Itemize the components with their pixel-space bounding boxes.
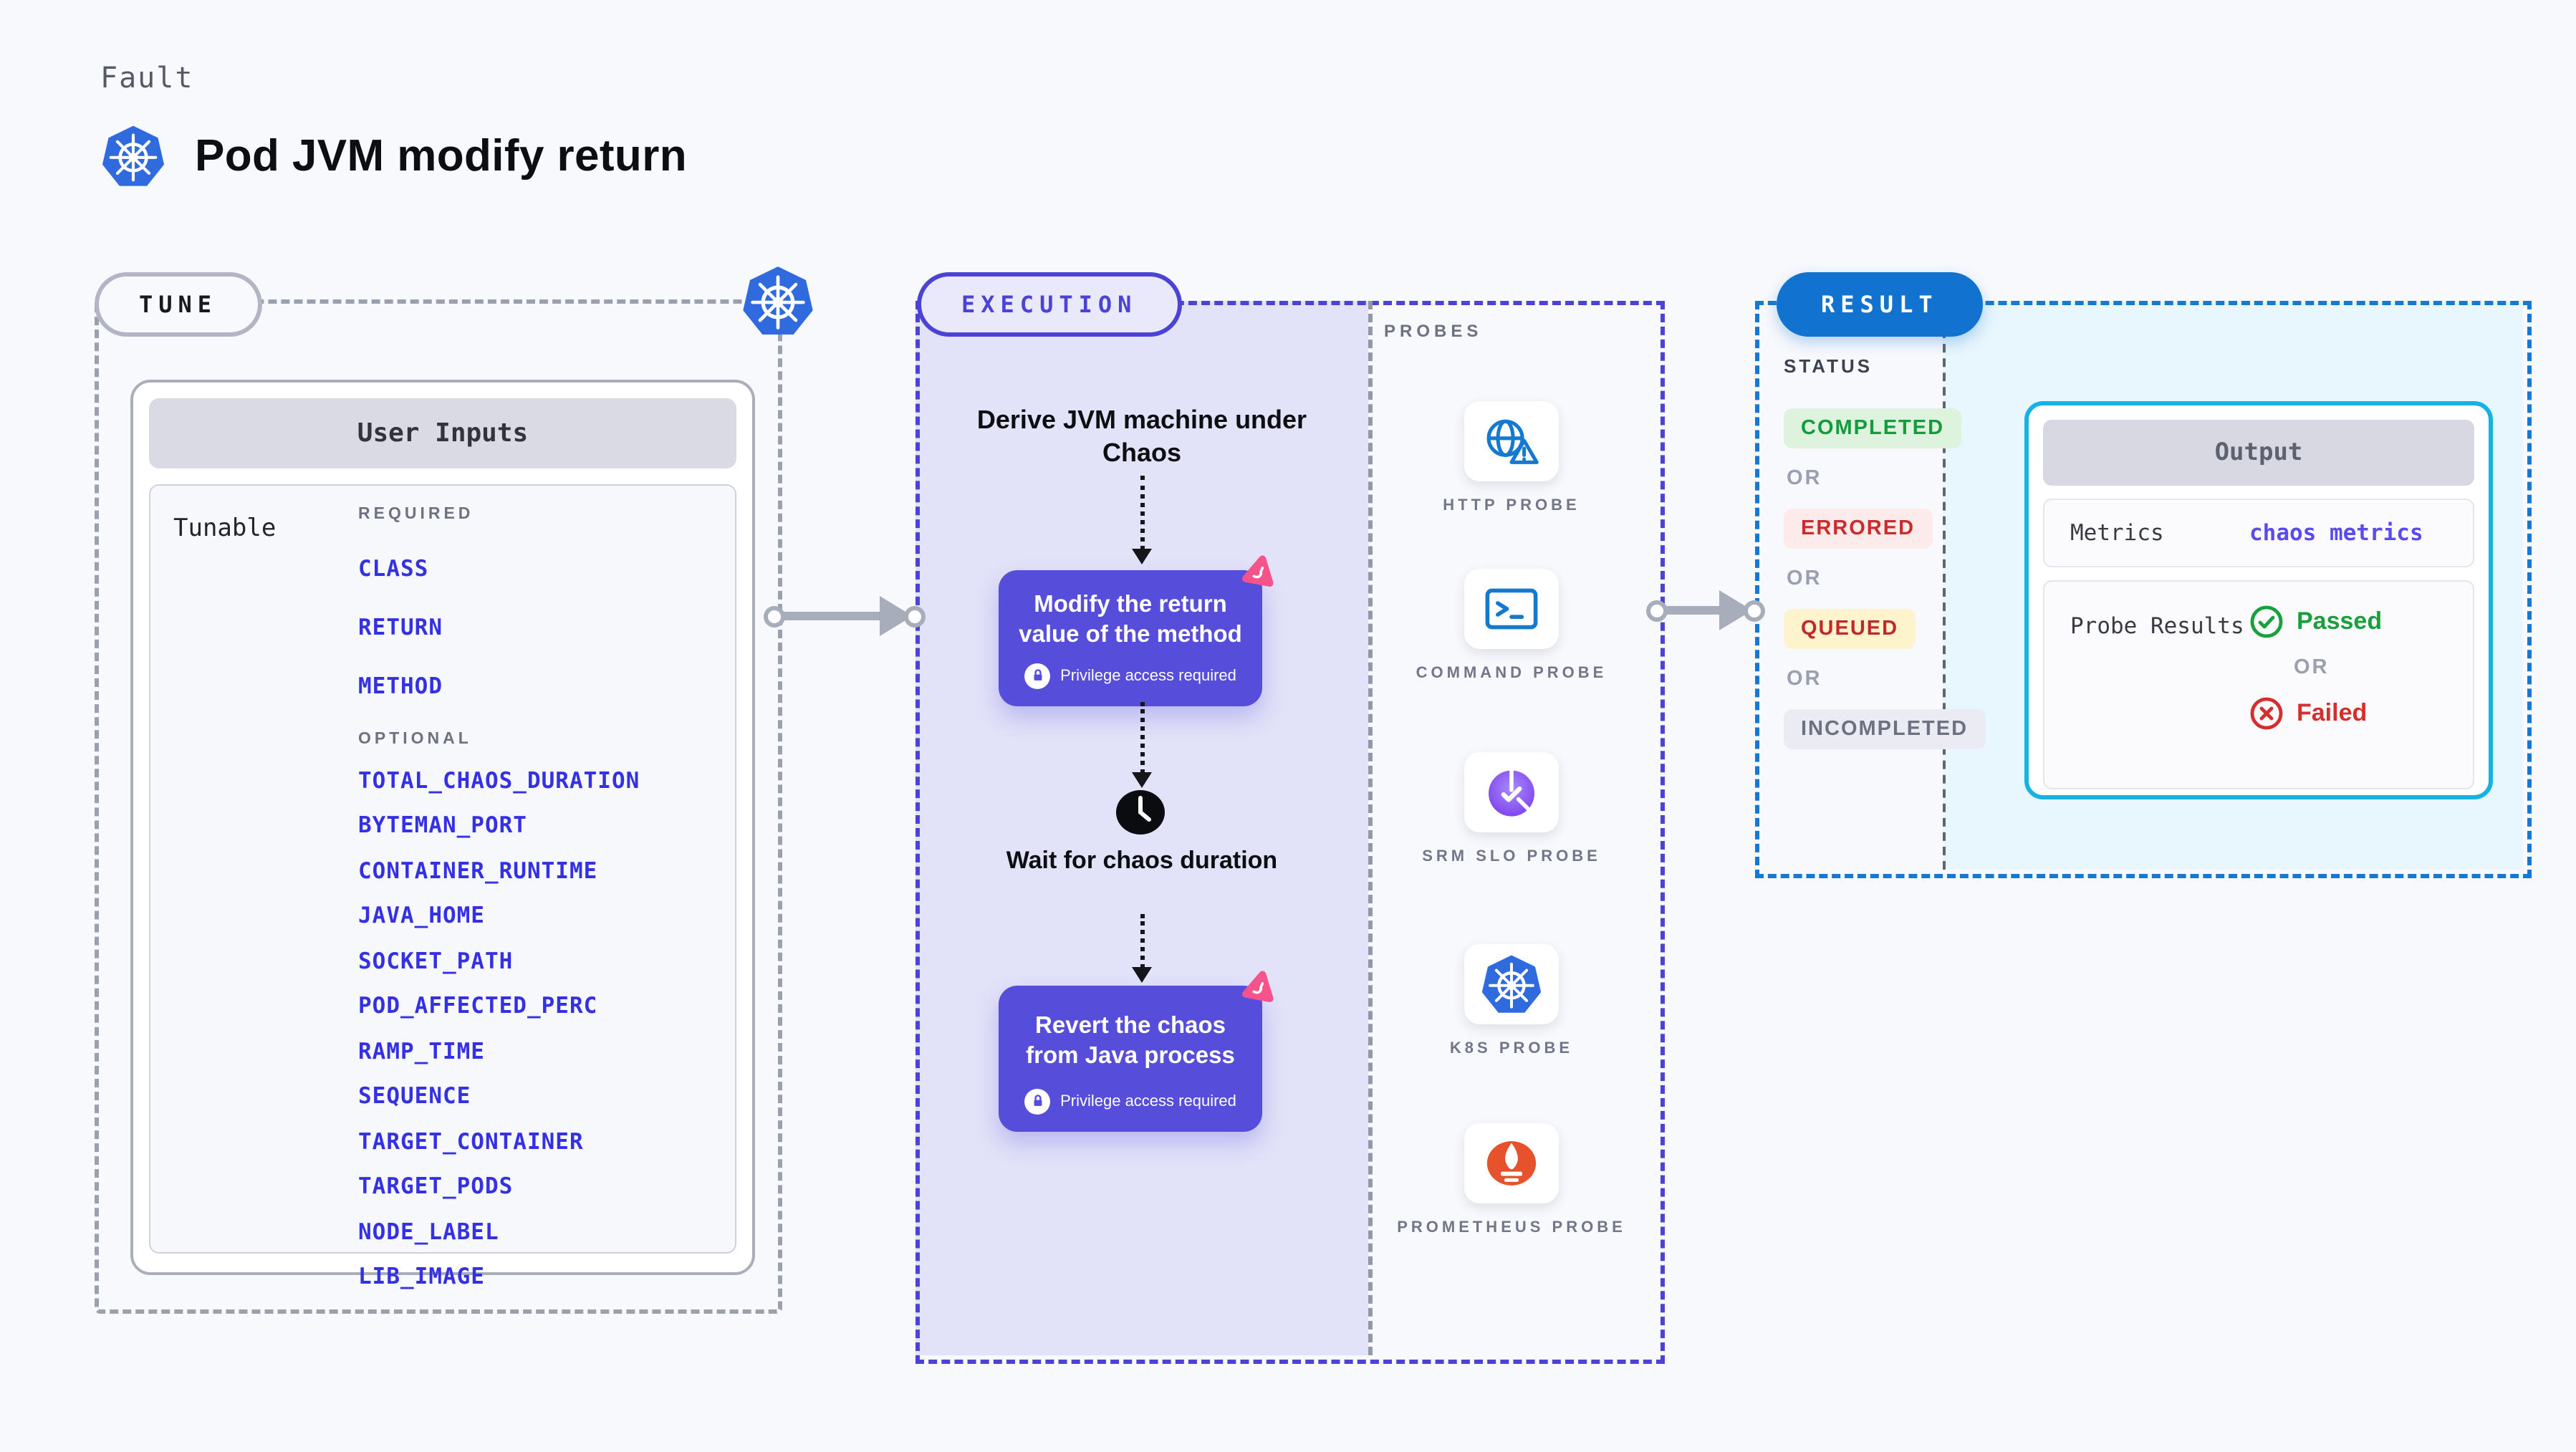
result-separator [1943,301,1946,870]
tunable-item[interactable]: TARGET_PODS [358,1173,514,1199]
derive-step-label: Derive JVM machine under Chaos [976,405,1307,468]
optional-section-label: OPTIONAL [358,731,472,748]
tunable-item[interactable]: RETURN [358,615,443,640]
execution-pill: EXECUTION [917,272,1182,337]
revert-chaos-action: Revert the chaos from Java process Privi… [999,971,1274,1132]
probe-item-http[interactable]: HTTP PROBE [1397,401,1626,518]
probe-item-srm-slo[interactable]: SRM SLO PROBE [1397,752,1626,869]
tunable-item[interactable]: TARGET_CONTAINER [358,1128,584,1154]
tunable-item[interactable]: SEQUENCE [358,1083,471,1109]
privilege-note: Privilege access required [1060,1092,1236,1110]
tunable-item[interactable]: TOTAL_CHAOS_DURATION [358,767,640,793]
metrics-label: Metrics [2070,520,2164,546]
or-label: OR [1787,467,1822,490]
kubernetes-icon [102,125,165,186]
kubernetes-icon [743,266,813,335]
or-label: OR [1787,668,1822,691]
status-label: STATUS [1784,355,1873,377]
tune-pill: TUNE [95,272,262,337]
tunable-item[interactable]: CLASS [358,556,429,582]
tunable-label: Tunable [173,514,277,543]
tunables-panel: Tunable REQUIRED CLASS RETURN METHOD OPT… [149,484,736,1289]
prometheus-icon [1486,1141,1537,1186]
lock-icon [1024,663,1051,689]
title-row: Pod JVM modify return [100,123,687,189]
tunable-item[interactable]: NODE_LABEL [358,1218,499,1244]
chaos-icon [1242,971,1274,1002]
probe-item-k8s[interactable]: K8S PROBE [1397,944,1626,1061]
or-label: OR [1787,567,1822,590]
failed-result: Failed [2249,696,2382,731]
tunable-item[interactable]: METHOD [358,673,443,699]
status-badge-incompleted: INCOMPLETED [1784,709,1986,749]
tunable-item[interactable]: JAVA_HOME [358,903,485,928]
user-inputs-card: User Inputs Tunable REQUIRED CLASS RETUR… [130,380,755,1289]
tune-to-execution-arrow [764,596,926,636]
action-title: Modify the return value of the method [1019,592,1242,648]
or-label: OR [2294,656,2330,679]
globe-warning-icon [1486,419,1539,464]
fault-kicker: Fault [100,60,194,95]
check-circle-icon [2250,605,2283,638]
probe-item-prometheus[interactable]: PROMETHEUS PROBE [1397,1123,1626,1240]
x-circle-icon [2250,697,2283,730]
status-badge-queued: QUEUED [1784,609,1916,649]
probes-separator [1368,301,1373,1355]
lock-icon [1024,1088,1051,1115]
flow-arrow-down [1132,476,1152,564]
clock-icon [1116,790,1165,835]
metrics-value: chaos metrics [2249,520,2423,546]
result-pill: RESULT [1777,272,1983,337]
passed-result: Passed [2249,605,2382,639]
privilege-note: Privilege access required [1060,667,1236,685]
probe-item-command[interactable]: COMMAND PROBE [1397,569,1626,686]
output-card: Output Metrics chaos metrics Probe Resul… [2024,401,2493,799]
action-title: Revert the chaos from Java process [1026,1013,1235,1069]
status-badge-errored: ERRORED [1784,509,1933,549]
status-column: STATUS COMPLETED OR ERRORED OR QUEUED OR… [1784,355,1986,749]
tune-section [95,299,782,1314]
kubernetes-icon [1481,955,1542,1013]
tunable-item[interactable]: RAMP_TIME [358,1038,485,1064]
tunable-item[interactable]: POD_AFFECTED_PERC [358,993,598,1019]
chaos-icon [1242,555,1274,587]
modify-return-action: Modify the return value of the method Pr… [999,555,1274,706]
page-title: Pod JVM modify return [195,130,688,181]
tunable-item[interactable]: BYTEMAN_PORT [358,812,527,838]
probes-label: PROBES [1384,321,1483,341]
wait-step [1109,787,1172,838]
tunable-item[interactable]: LIB_IMAGE [358,1264,485,1289]
flow-arrow-down [1132,914,1152,983]
execution-section [915,301,1665,1364]
tunable-item[interactable]: CONTAINER_RUNTIME [358,857,598,883]
probe-results-row: Probe Results Passed OR Failed [2043,580,2474,789]
result-section [1755,301,2532,878]
output-header: Output [2043,420,2474,486]
user-inputs-header: User Inputs [149,398,736,468]
slo-check-icon [1489,768,1534,817]
flow-arrow-down [1132,702,1152,788]
probe-results-label: Probe Results [2070,613,2244,639]
metrics-row: Metrics chaos metrics [2043,499,2474,567]
failed-label: Failed [2297,699,2368,726]
status-badge-completed: COMPLETED [1784,408,1962,448]
wait-step-label: Wait for chaos duration [1006,847,1278,874]
tunable-item[interactable]: SOCKET_PATH [358,948,514,973]
terminal-icon [1485,588,1538,630]
passed-label: Passed [2297,607,2383,635]
required-section-label: REQUIRED [358,506,474,523]
execution-to-result-arrow [1646,590,1765,630]
